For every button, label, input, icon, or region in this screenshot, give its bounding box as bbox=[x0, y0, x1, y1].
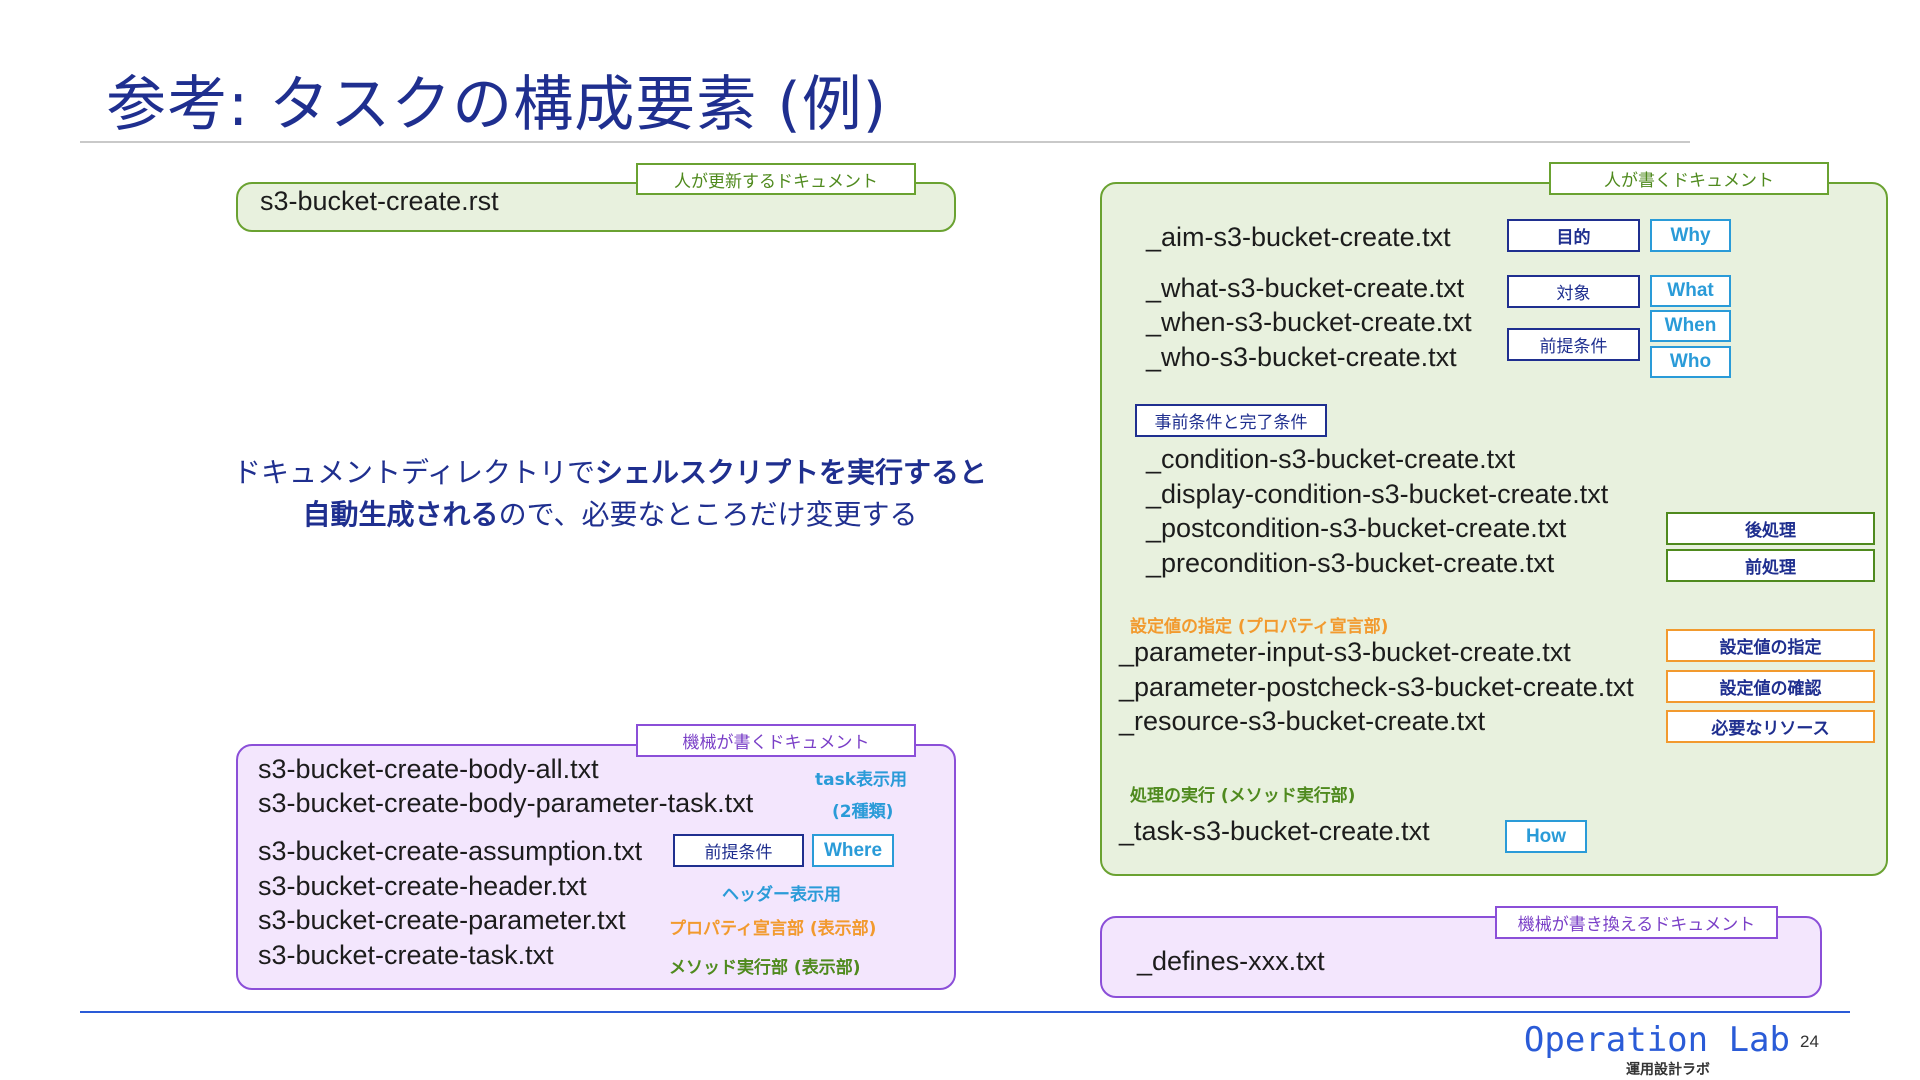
where-box: Where bbox=[812, 834, 894, 867]
machine-written-panel-tag: 機械が書くドキュメント bbox=[636, 724, 916, 757]
how-box: How bbox=[1505, 820, 1587, 853]
header-file: s3-bucket-create-header.txt bbox=[258, 871, 587, 901]
page-number: 24 bbox=[1800, 1032, 1819, 1051]
parameter-section-label: 設定値の指定 (プロパティ宣言部) bbox=[1130, 617, 1389, 637]
who-file: _who-s3-bucket-create.txt bbox=[1146, 342, 1457, 372]
explanation-text: ドキュメントディレクトリでシェルスクリプトを実行すると 自動生成されるので、必要… bbox=[220, 452, 1000, 536]
title-divider bbox=[80, 141, 1690, 143]
explanation-line2-normal: ので、必要なところだけ変更する bbox=[498, 498, 918, 531]
task-file: _task-s3-bucket-create.txt bbox=[1119, 816, 1430, 846]
what-box: What bbox=[1650, 275, 1731, 307]
exec-section-label: 処理の実行 (メソッド実行部) bbox=[1130, 786, 1356, 806]
when-box: When bbox=[1650, 310, 1731, 342]
resource-file: _resource-s3-bucket-create.txt bbox=[1119, 706, 1486, 736]
defines-panel-tag: 機械が書き換えるドキュメント bbox=[1495, 906, 1778, 939]
what-file: _what-s3-bucket-create.txt bbox=[1146, 273, 1465, 303]
when-file: _when-s3-bucket-create.txt bbox=[1146, 307, 1472, 337]
who-box: Who bbox=[1650, 346, 1731, 378]
pre-processing-box: 前処理 bbox=[1666, 549, 1875, 582]
method-display-note: メソッド実行部 (表示部) bbox=[669, 958, 861, 978]
why-box: Why bbox=[1650, 219, 1731, 252]
body-parameter-task-file: s3-bucket-create-body-parameter-task.txt bbox=[258, 788, 754, 818]
operation-lab-logo-subtitle: 運用設計ラボ bbox=[1626, 1062, 1710, 1078]
parameter-postcheck-file: _parameter-postcheck-s3-bucket-create.tx… bbox=[1119, 672, 1634, 702]
postcondition-file: _postcondition-s3-bucket-create.txt bbox=[1146, 513, 1567, 543]
operation-lab-logo: Operation Lab bbox=[1523, 1020, 1790, 1060]
property-display-note: プロパティ宣言部 (表示部) bbox=[669, 919, 877, 939]
body-all-file: s3-bucket-create-body-all.txt bbox=[258, 754, 599, 784]
display-condition-file: _display-condition-s3-bucket-create.txt bbox=[1146, 479, 1609, 509]
task-machine-file: s3-bucket-create-task.txt bbox=[258, 940, 554, 970]
precondition-file: _precondition-s3-bucket-create.txt bbox=[1146, 548, 1555, 578]
precondition-box: 前提条件 bbox=[1507, 328, 1640, 361]
task-display-note: task表示用 bbox=[815, 770, 908, 790]
param-spec-box: 設定値の指定 bbox=[1666, 629, 1875, 662]
header-display-note: ヘッダー表示用 bbox=[722, 885, 841, 905]
param-check-box: 設定値の確認 bbox=[1666, 670, 1875, 703]
purpose-box: 目的 bbox=[1507, 219, 1640, 252]
explanation-line1-bold: シェルスクリプトを実行すると bbox=[595, 456, 988, 489]
explanation-line2-bold: 自動生成される bbox=[302, 498, 499, 531]
page-title: 参考: タスクの構成要素 (例) bbox=[106, 70, 888, 140]
assumption-file: s3-bucket-create-assumption.txt bbox=[258, 836, 643, 866]
machine-precondition-box: 前提条件 bbox=[673, 834, 804, 867]
explanation-line1-normal: ドキュメントディレクトリで bbox=[232, 456, 596, 489]
defines-file: _defines-xxx.txt bbox=[1137, 946, 1325, 976]
machine-written-panel bbox=[236, 744, 956, 990]
footer-divider bbox=[80, 1011, 1850, 1013]
required-resource-box: 必要なリソース bbox=[1666, 710, 1875, 743]
condition-file: _condition-s3-bucket-create.txt bbox=[1146, 444, 1516, 474]
rst-panel-tag: 人が更新するドキュメント bbox=[636, 163, 916, 195]
aim-file: _aim-s3-bucket-create.txt bbox=[1146, 222, 1451, 252]
human-written-panel-tag: 人が書くドキュメント bbox=[1549, 162, 1829, 195]
parameter-file: s3-bucket-create-parameter.txt bbox=[258, 905, 626, 935]
parameter-input-file: _parameter-input-s3-bucket-create.txt bbox=[1119, 637, 1571, 667]
post-processing-box: 後処理 bbox=[1666, 512, 1875, 545]
target-box: 対象 bbox=[1507, 275, 1640, 308]
rst-file: s3-bucket-create.rst bbox=[260, 186, 499, 216]
condition-section-label: 事前条件と完了条件 bbox=[1135, 404, 1327, 437]
two-kinds-note: (2種類) bbox=[832, 802, 894, 822]
